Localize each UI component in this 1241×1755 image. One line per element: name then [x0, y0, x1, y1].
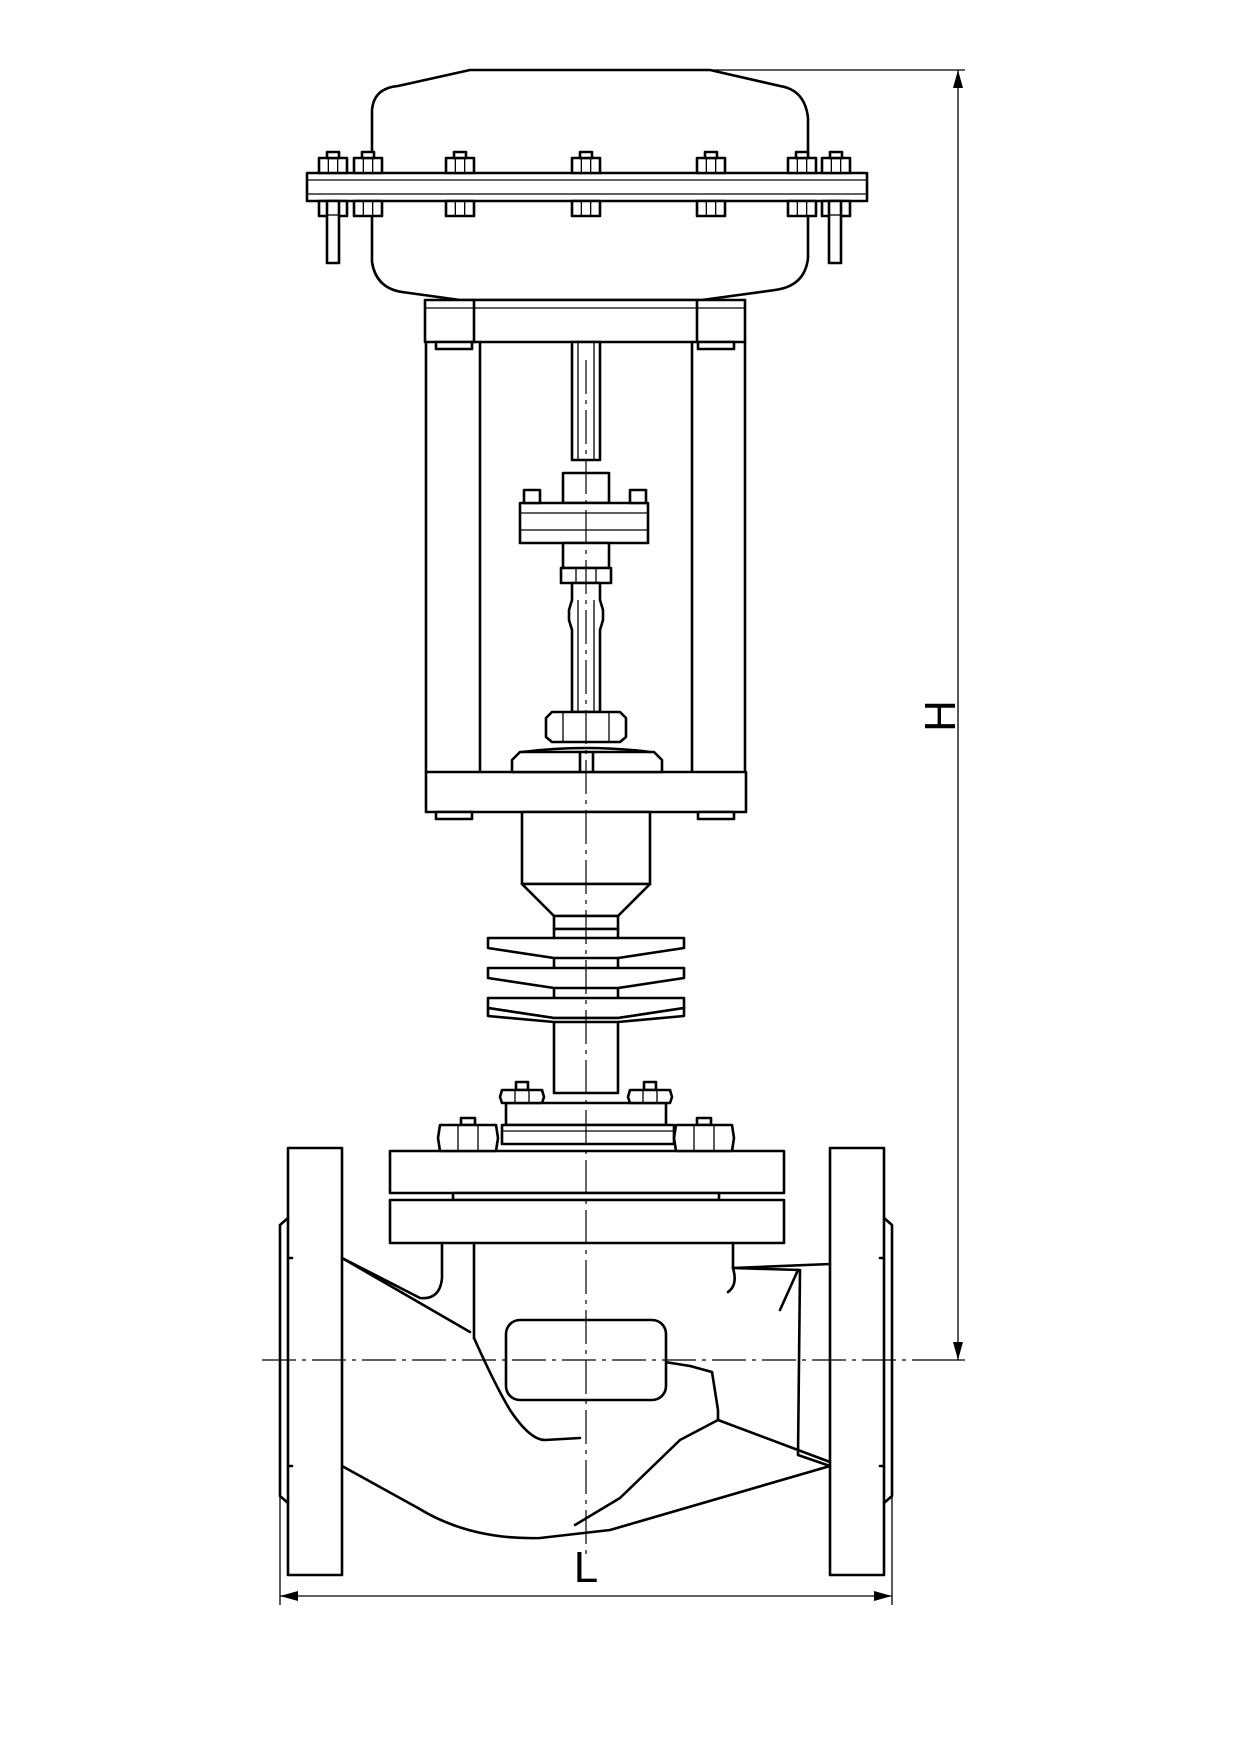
bonnet — [486, 810, 686, 1095]
bolt-end — [452, 150, 468, 160]
dimension-h-label: H — [916, 700, 965, 732]
flange-nut-top — [820, 156, 852, 175]
flange-nut-top — [352, 156, 384, 175]
bonnet-flange — [500, 1101, 676, 1146]
body-top-flange — [388, 1149, 786, 1245]
actuator-housing — [305, 68, 869, 302]
bolt-end — [578, 150, 594, 160]
flange-nut-top — [786, 156, 818, 175]
flange-nut-top — [695, 156, 727, 175]
bonnet-bolts — [498, 1080, 674, 1105]
dimension-h — [700, 69, 965, 1361]
yoke — [423, 298, 748, 821]
flange-nut-bottom — [570, 199, 602, 218]
flange-nut-top — [317, 156, 349, 175]
flange-nut-top — [444, 156, 476, 175]
body-nut — [672, 1123, 736, 1153]
flange-nut-top — [570, 156, 602, 175]
bonnet-nut — [626, 1088, 674, 1105]
side-studs — [325, 199, 843, 265]
bolt-end — [794, 150, 810, 160]
body-bolts — [436, 1116, 736, 1153]
bolt-end — [703, 150, 719, 160]
flange-nut-bottom — [695, 199, 727, 218]
flange-nut-bottom — [444, 199, 476, 218]
dimension-l — [279, 1496, 893, 1605]
flange-nut-bottom — [352, 199, 384, 218]
bolt-end — [360, 150, 376, 160]
bonnet-nut — [498, 1088, 546, 1105]
centerlines — [262, 360, 922, 1560]
stem-assembly — [510, 340, 664, 774]
body-nut — [436, 1123, 500, 1153]
bolt-end — [828, 150, 844, 160]
flange-nut-bottom — [786, 199, 818, 218]
dimension-l-label: L — [574, 1543, 598, 1592]
bolt-end — [325, 150, 341, 160]
